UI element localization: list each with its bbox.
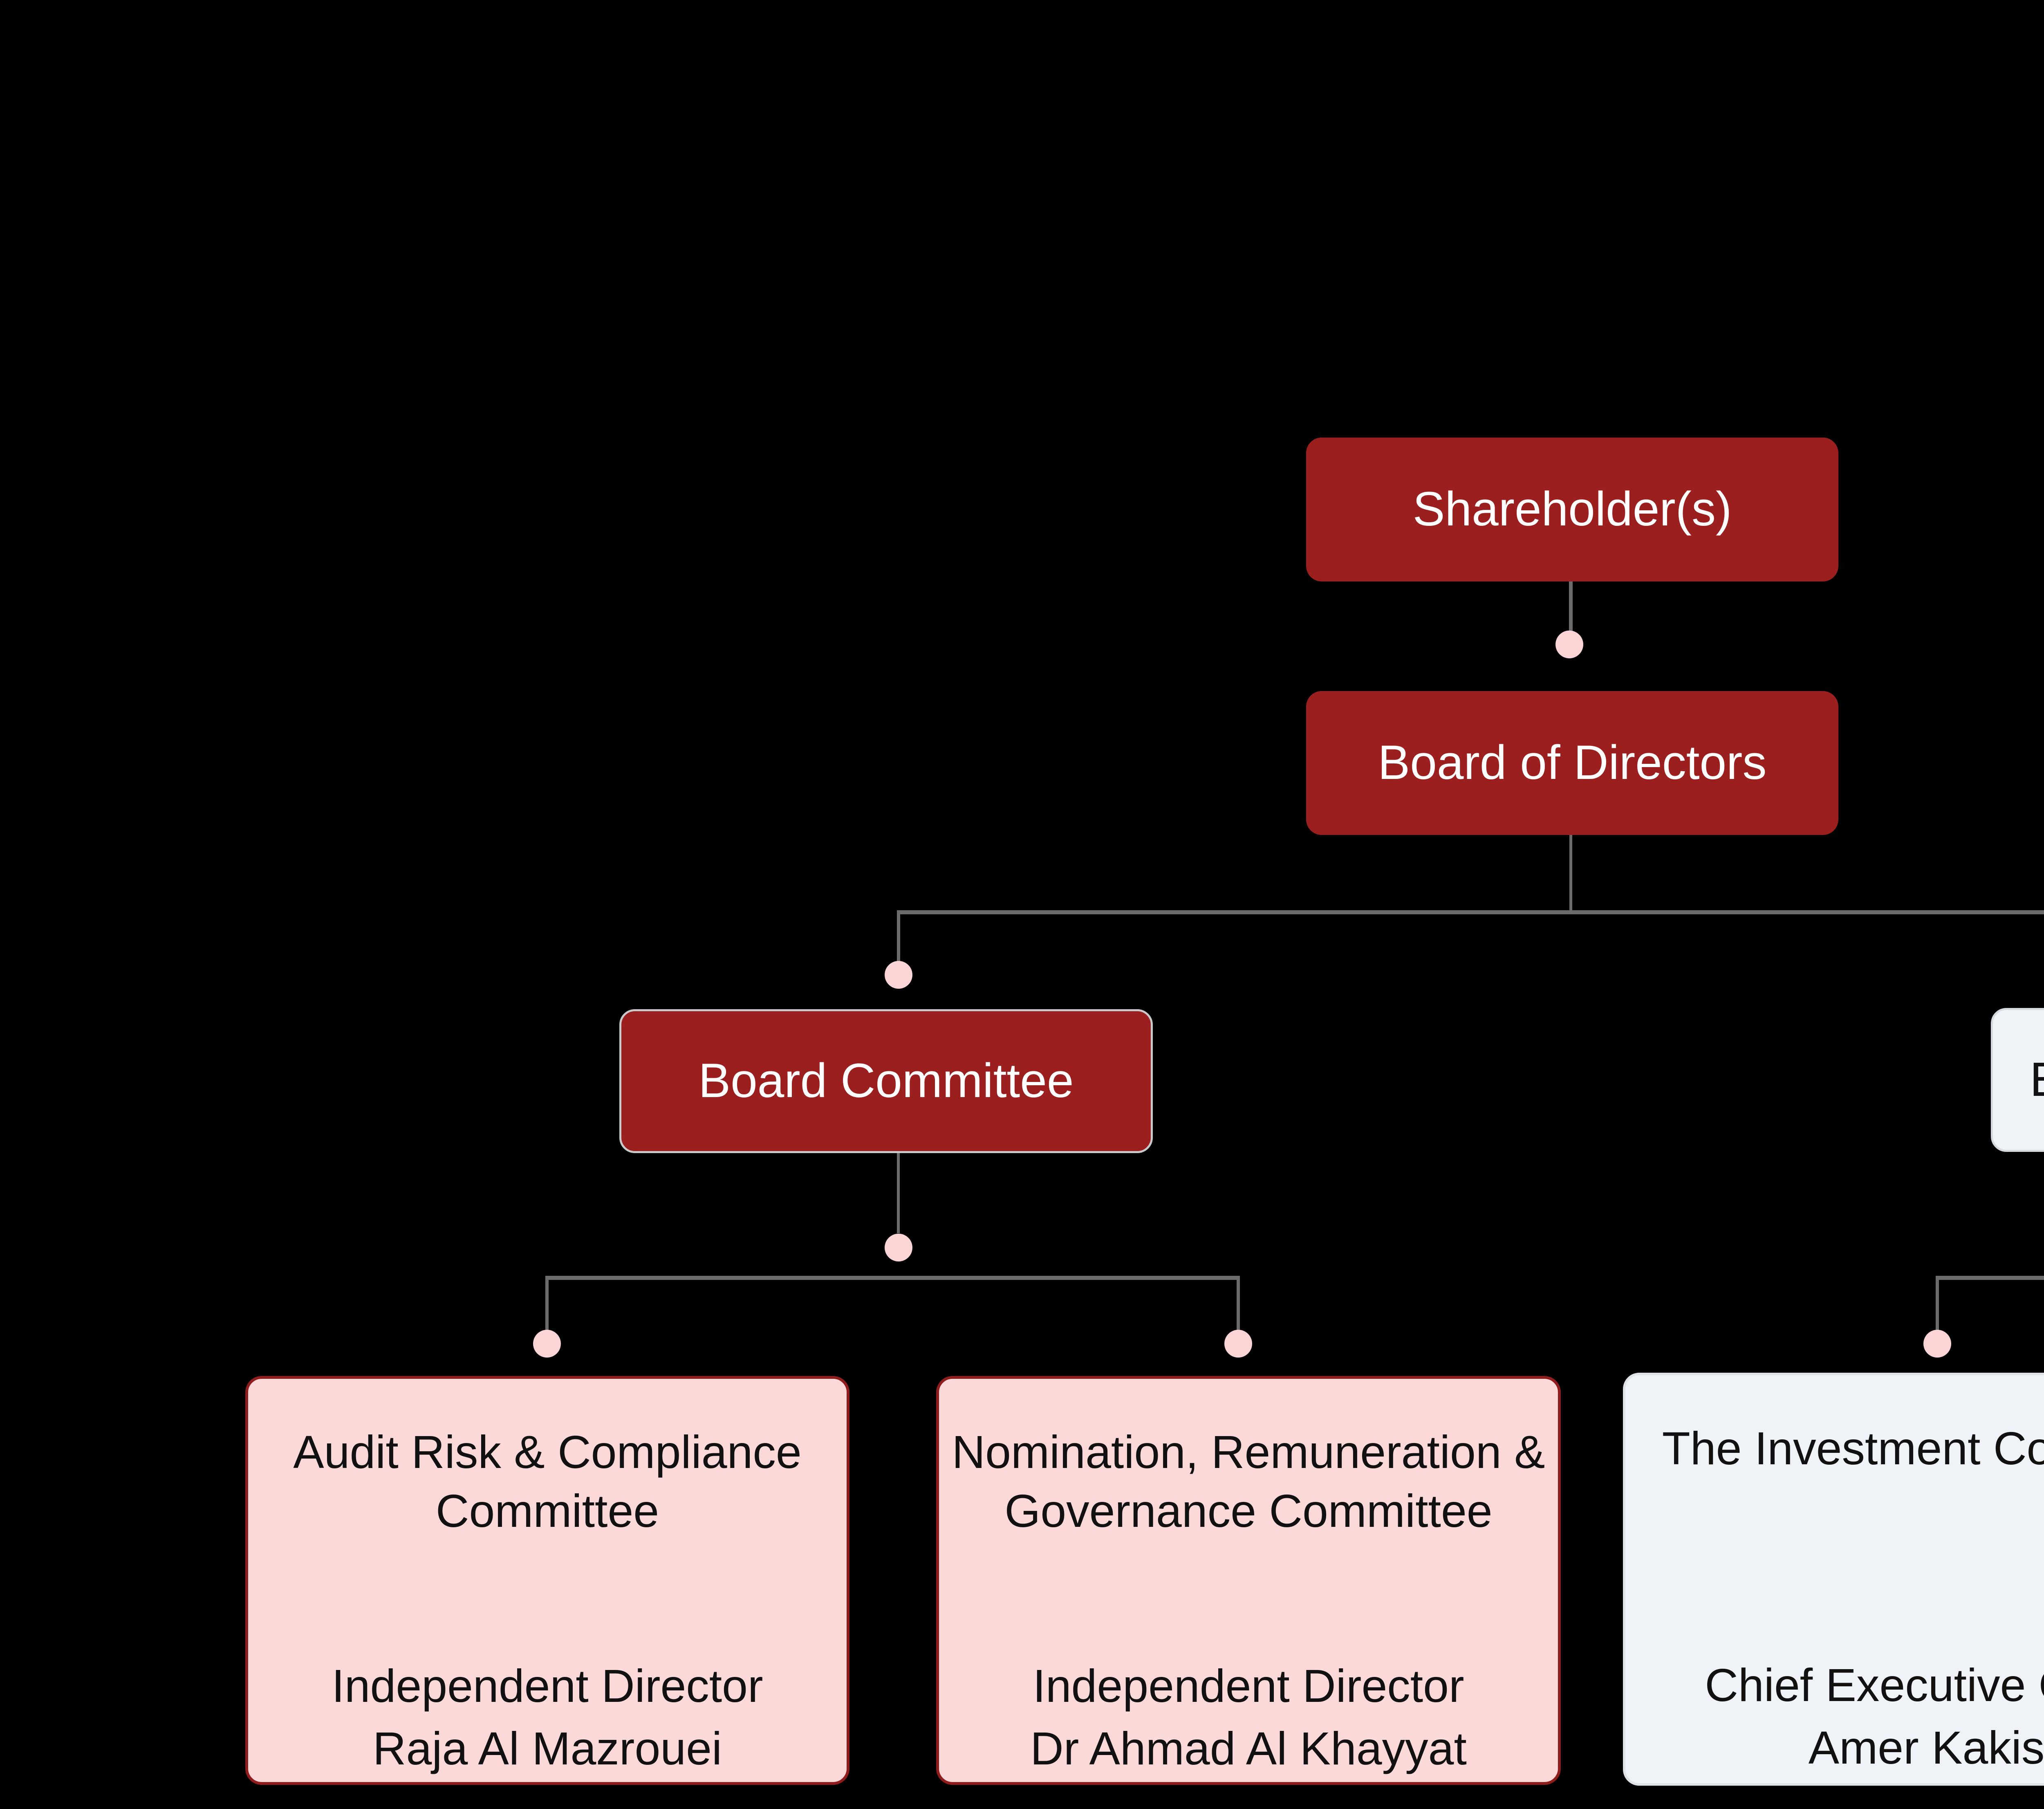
node-nomination-remuneration-governance-committee-role: Independent Director <box>1033 1660 1464 1712</box>
node-executive-committee[interactable]: Executive Committee <box>1991 1008 2044 1152</box>
node-audit-risk-compliance-committee-role: Independent Director <box>332 1660 763 1712</box>
node-nomination-remuneration-governance-committee-person: Dr Ahmad Al Khayyat <box>1030 1723 1467 1774</box>
node-executive-committee-title: Executive Committee <box>2030 1049 2044 1111</box>
node-nomination-remuneration-governance-committee-title: Nomination, Remuneration & Governance Co… <box>952 1426 1545 1537</box>
node-board-of-directors-title: Board of Directors <box>1378 736 1767 790</box>
connector-dot-board-committee-split <box>885 1234 912 1261</box>
connector-dot-investment-committee <box>1923 1330 1951 1358</box>
connector-dot-nomination-remuneration-governance <box>1224 1330 1252 1358</box>
node-investment-committee-person: Amer Kakish <box>1808 1722 2044 1773</box>
node-audit-risk-compliance-committee-person: Raja Al Mazrouei <box>372 1723 722 1774</box>
node-shareholders[interactable]: Shareholder(s) <box>1306 438 1838 581</box>
connector-board-committee-stem <box>897 1151 900 1233</box>
node-investment-committee[interactable]: The Investment Committee Chief Executive… <box>1623 1373 2044 1786</box>
connector-board-committee-crossbar <box>545 1276 1240 1280</box>
node-board-of-directors[interactable]: Board of Directors <box>1306 691 1838 835</box>
node-board-committee-title: Board Committee <box>698 1054 1074 1108</box>
node-audit-risk-compliance-committee-title: Audit Risk & Compliance Committee <box>293 1426 802 1537</box>
node-shareholders-title: Shareholder(s) <box>1412 482 1732 536</box>
connector-dot-audit-risk-compliance <box>533 1330 561 1358</box>
connector-dot-board-committee <box>885 961 912 989</box>
connector-to-investment-committee <box>1936 1277 1939 1334</box>
connector-dot-board-of-directors <box>1555 631 1583 658</box>
connector-shareholders-to-board <box>1569 581 1573 635</box>
connector-board-crossbar <box>897 910 2044 914</box>
node-board-committee[interactable]: Board Committee <box>619 1009 1153 1153</box>
connector-to-nomination-remuneration-governance <box>1237 1277 1240 1334</box>
node-investment-committee-title: The Investment Committee <box>1662 1423 2044 1474</box>
connector-to-audit-risk-compliance <box>545 1277 549 1334</box>
connector-board-stem <box>1569 834 1572 912</box>
node-investment-committee-role: Chief Executive Officer <box>1705 1659 2044 1711</box>
connector-executive-committee-crossbar <box>1936 1276 2044 1280</box>
node-nomination-remuneration-governance-committee[interactable]: Nomination, Remuneration & Governance Co… <box>936 1376 1561 1785</box>
connector-board-to-board-committee <box>897 912 900 974</box>
node-audit-risk-compliance-committee[interactable]: Audit Risk & Compliance Committee Indepe… <box>245 1376 849 1785</box>
